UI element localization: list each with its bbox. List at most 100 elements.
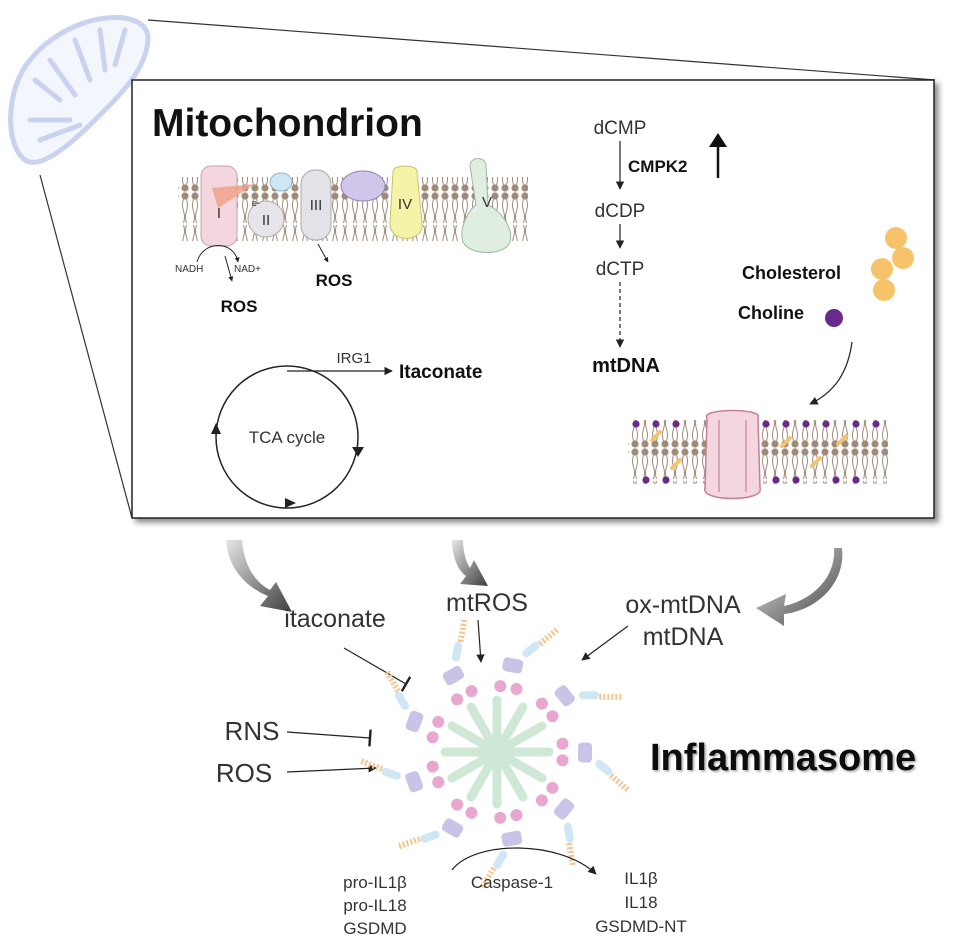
- mtros-release-arrow: [452, 540, 488, 586]
- pyd-domain: [381, 767, 401, 780]
- lipid-insertion-arrow: [809, 341, 853, 405]
- asc-bead: [465, 806, 478, 819]
- nacht-domain: [405, 770, 423, 793]
- product-label: IL18: [624, 893, 657, 912]
- substrate-label: GSDMD: [343, 919, 406, 938]
- asc-bead: [465, 685, 478, 698]
- itaconate-product-label: Itaconate: [399, 362, 482, 383]
- substrate-label: pro-IL1β: [343, 873, 407, 892]
- pyd-domain: [522, 641, 540, 658]
- product-label: IL1β: [624, 869, 658, 888]
- rns-inhibition: [286, 729, 372, 747]
- complex-iv-label: IV: [398, 196, 412, 213]
- electron-arrow: [212, 184, 255, 208]
- mtdna-product-label: mtDNA: [592, 355, 660, 377]
- pyd-domain: [420, 830, 440, 843]
- nacht-domain: [553, 798, 575, 820]
- cholesterol-molecule: [873, 279, 895, 301]
- rns-label: RNS: [225, 716, 280, 746]
- asc-bead: [426, 731, 439, 744]
- complex-ii-label: II: [262, 212, 270, 229]
- asc-bead: [546, 710, 559, 723]
- inflammasome-complex: [360, 619, 630, 889]
- complex-iii: [300, 169, 332, 241]
- nacht-domain: [441, 818, 464, 838]
- mitochondrion-illustration: [8, 14, 151, 165]
- pyd-domain: [563, 822, 574, 843]
- asc-bead: [432, 715, 445, 728]
- complex-ii: [247, 200, 285, 238]
- lipid-section: Cholesterol Choline: [628, 227, 914, 500]
- zoom-line-top: [147, 19, 936, 81]
- irg1-label: IRG1: [336, 350, 371, 367]
- pyd-domain: [394, 691, 409, 710]
- asc-bead: [556, 754, 569, 767]
- ros-iii-arrow: [317, 243, 329, 263]
- cytochrome-c: [340, 170, 386, 202]
- complex-v: [461, 158, 512, 253]
- ros-label: ROS: [216, 758, 272, 788]
- pyd-domain: [595, 759, 613, 776]
- asc-bead: [432, 776, 445, 789]
- asc-bead: [510, 682, 523, 695]
- asc-bead: [494, 811, 507, 824]
- nacht-domain: [577, 742, 593, 763]
- complex-i-label: I: [217, 205, 221, 222]
- choline-label: Choline: [738, 303, 804, 323]
- inflammasome-title: Inflammasome: [650, 737, 916, 779]
- lrr-domain: [566, 842, 576, 866]
- ros-i-arrow: [224, 255, 234, 282]
- cholesterol-molecule: [885, 227, 907, 249]
- product-label: GSDMD-NT: [595, 917, 687, 936]
- nlrp-core-spoke: [447, 721, 547, 783]
- nadh-arrow: [196, 245, 240, 263]
- lrr-domain: [457, 619, 468, 643]
- nacht-domain: [502, 657, 524, 674]
- asc-bead: [556, 737, 569, 750]
- dcmp-label: dCMP: [594, 118, 647, 139]
- tca-cycle-label: TCA cycle: [249, 428, 326, 447]
- complex-iv: [389, 165, 423, 239]
- panel-title: Mitochondrion: [152, 102, 423, 145]
- tca-arrowhead-left: [211, 423, 221, 434]
- lrr-domain: [608, 773, 630, 793]
- mtros-arrow: [476, 619, 485, 663]
- itaconate-inhibition: [343, 647, 412, 692]
- electron-label: e-: [252, 198, 260, 208]
- pyd-domain: [452, 641, 463, 662]
- inner-membrane-etc: I e- II III IV V NADH NAD+ ROS ROS: [175, 158, 528, 316]
- pyd-domain: [578, 691, 599, 700]
- tca-arrowhead-bottom: [285, 498, 296, 508]
- mtdna-arrow: [581, 625, 629, 661]
- caspase-1-label: Caspase-1: [471, 873, 553, 892]
- membrane-channel-detail: [718, 419, 747, 492]
- ros-complex-i-label: ROS: [221, 297, 258, 316]
- ros-arrow: [286, 764, 377, 773]
- zoom-line-bottom: [39, 174, 133, 519]
- complex-v-label: V: [482, 194, 492, 211]
- nacht-domain: [554, 685, 575, 707]
- lrr-domain: [398, 836, 421, 850]
- choline-headgroups: [632, 420, 880, 484]
- nadh-label: NADH: [175, 264, 203, 275]
- itaconate-label: itaconate: [284, 605, 385, 633]
- tca-circle: [215, 365, 359, 509]
- nacht-domain: [501, 830, 523, 847]
- ox-mtdna-label: ox-mtDNA: [625, 591, 741, 619]
- nacht-domain: [405, 710, 424, 733]
- mtdna-synthesis-pathway: dCMP CMPK2 dCDP dCTP mtDNA: [592, 118, 727, 377]
- asc-bead: [535, 697, 548, 710]
- tca-arrowhead-right: [352, 447, 364, 457]
- asc-bead: [546, 781, 559, 794]
- asc-bead: [494, 680, 507, 693]
- dctp-label: dCTP: [596, 259, 645, 280]
- asc-bead: [510, 809, 523, 822]
- cmpk2-label: CMPK2: [628, 157, 688, 176]
- choline-molecule: [825, 309, 843, 327]
- cholesterol-label: Cholesterol: [742, 263, 841, 283]
- mtros-label: mtROS: [446, 589, 528, 617]
- asc-bead: [451, 798, 464, 811]
- mtdna-release-arrow: [756, 548, 843, 626]
- pyd-domain: [493, 850, 508, 870]
